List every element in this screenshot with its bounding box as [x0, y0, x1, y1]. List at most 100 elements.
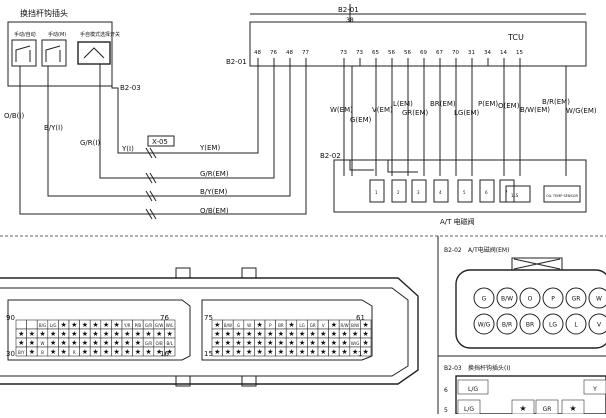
solenoid-lu-label: 1LS — [511, 193, 519, 198]
tcu-pin-7: 56 — [388, 50, 395, 56]
left-grid-pin-label: ★ — [114, 330, 120, 338]
b2-02-pin-label: P — [551, 296, 555, 303]
b2-03-title: B2-03 — [444, 365, 462, 372]
solenoid-2 — [391, 179, 407, 203]
solenoid-num-5: 5 — [463, 190, 466, 195]
b2-02-pin-label: L — [574, 322, 578, 329]
left-grid-pin-label: ★ — [167, 348, 173, 356]
left-grid-pin-label: ★ — [39, 330, 45, 338]
switch-title: 换挡杆钩插头 — [20, 8, 68, 18]
num-61: 61 — [356, 314, 365, 322]
tcu-pin-4: 73 — [340, 50, 347, 56]
solenoid-3 — [411, 179, 427, 203]
right-grid-pin-label: ★ — [267, 348, 273, 356]
left-grid-pin-label: W/L — [166, 323, 174, 328]
left-grid-pin-label: ★ — [156, 348, 162, 356]
right-grid-pin-label: ★ — [320, 330, 326, 338]
switch-mode — [77, 41, 111, 65]
left-grid-pin-label: L/G — [50, 323, 57, 328]
right-grid-pin-label: ★ — [214, 330, 220, 338]
right-grid-pin-label: ★ — [267, 339, 273, 347]
wire-v-em: V(EM) — [372, 106, 393, 114]
solenoid-num-2: 2 — [397, 190, 400, 195]
left-grid-pin-label: ★ — [124, 330, 130, 338]
right-grid-pin-label: ★ — [278, 348, 284, 356]
left-grid-pin-label: O/B — [155, 341, 162, 346]
tcu-pin-3: 77 — [302, 50, 309, 56]
b2-03-left-5: 5 — [444, 407, 448, 414]
right-grid-pin-label: ★ — [225, 330, 231, 338]
left-grid-pin-label: ★ — [145, 348, 151, 356]
left-grid-pin-label: ★ — [71, 321, 77, 329]
solenoid-1 — [369, 179, 385, 203]
switch-sub-1: 手动/自动 — [14, 31, 36, 38]
b2-02-pin — [473, 313, 495, 335]
right-grid-pin-label: LG — [299, 323, 304, 328]
left-grid-pin-label: ★ — [61, 339, 67, 347]
right-grid-pin-label: ★ — [320, 348, 326, 356]
num-30: 30 — [6, 350, 15, 358]
b2-02-pin — [473, 287, 495, 309]
switch-manual — [41, 39, 67, 67]
right-grid-pin-label: ★ — [331, 348, 337, 356]
tcu-label: TCU — [507, 33, 524, 42]
right-grid-pin-label: GR — [310, 323, 316, 328]
right-grid-pin-label: ★ — [214, 339, 220, 347]
num-16: 16 — [160, 350, 169, 358]
left-grid-pin-label: B/L — [167, 341, 174, 346]
left-grid-pin-label: ★ — [135, 339, 141, 347]
tcu-pin-11: 70 — [452, 50, 459, 56]
wire-y-i: Y(I) — [121, 145, 134, 153]
wire-p-em: P(EM) — [478, 100, 498, 108]
solenoid-num-1: 1 — [375, 190, 378, 195]
right-grid-pin-label: ★ — [341, 339, 347, 347]
right-grid-pin-label: ★ — [214, 321, 220, 329]
b2-02-pin — [496, 287, 518, 309]
num-90: 90 — [6, 314, 15, 322]
right-grid-pin-label: ★ — [288, 321, 294, 329]
right-grid-pin-label: ★ — [278, 339, 284, 347]
right-grid-pin-label: ★ — [257, 330, 263, 338]
right-grid-pin-label: V — [322, 323, 325, 328]
left-grid-pin-label: ★ — [92, 339, 98, 347]
b2-03-sub: 换挡杆钩插头(I) — [468, 364, 510, 372]
right-grid-pin-label: ★ — [235, 339, 241, 347]
b2-02-pin-label: BR — [526, 322, 534, 329]
left-grid-pin-label: B — [41, 350, 44, 355]
wire-by-em: B/Y(EM) — [200, 188, 228, 196]
right-grid-pin-label: B/W — [224, 323, 232, 328]
tcu-pin-0: 48 — [254, 50, 261, 56]
right-grid-pin-label: ★ — [310, 348, 316, 356]
b2-02-pin — [519, 287, 541, 309]
left-grid-pin-label: ★ — [92, 330, 98, 338]
solenoid-4 — [433, 179, 449, 203]
num-75: 75 — [204, 314, 213, 322]
right-grid-pin-label: R/W — [340, 323, 348, 328]
left-grid-pin-label: ★ — [71, 330, 77, 338]
tcu-pin-5: 73 — [356, 50, 363, 56]
tcu-pin-8: 56 — [404, 50, 411, 56]
switch-outline — [7, 21, 113, 87]
wire-gr-em2: GR(EM) — [402, 109, 428, 117]
right-grid-pin-label: ★ — [278, 330, 284, 338]
right-grid-pin-label: ★ — [331, 330, 337, 338]
tcu-pin-12: 31 — [468, 50, 475, 56]
right-grid-pin-label: ★ — [246, 330, 252, 338]
switch-auto — [11, 39, 37, 67]
b2-02-pin-label: LG — [549, 322, 557, 329]
wire-g-em: G(EM) — [350, 116, 372, 124]
right-grid-pin-label: ★ — [320, 339, 326, 347]
left-grid-pin-label: ★ — [18, 339, 24, 347]
left-grid-pin-label: G/R — [145, 341, 152, 346]
b2-02-pin-label: B/W — [501, 296, 513, 303]
b2-03-label: L/G — [464, 406, 474, 413]
num-76: 76 — [160, 314, 169, 322]
right-grid-pin-label: ★ — [225, 348, 231, 356]
right-grid-pin-label: ★ — [246, 339, 252, 347]
tcu-pin-6: 65 — [372, 50, 379, 56]
left-grid-pin-label: Y/R — [123, 323, 131, 328]
tcu-top-conn: B2-01 — [338, 6, 359, 14]
right-grid-pin-label: ★ — [214, 348, 220, 356]
num-1: 1 — [358, 350, 362, 358]
